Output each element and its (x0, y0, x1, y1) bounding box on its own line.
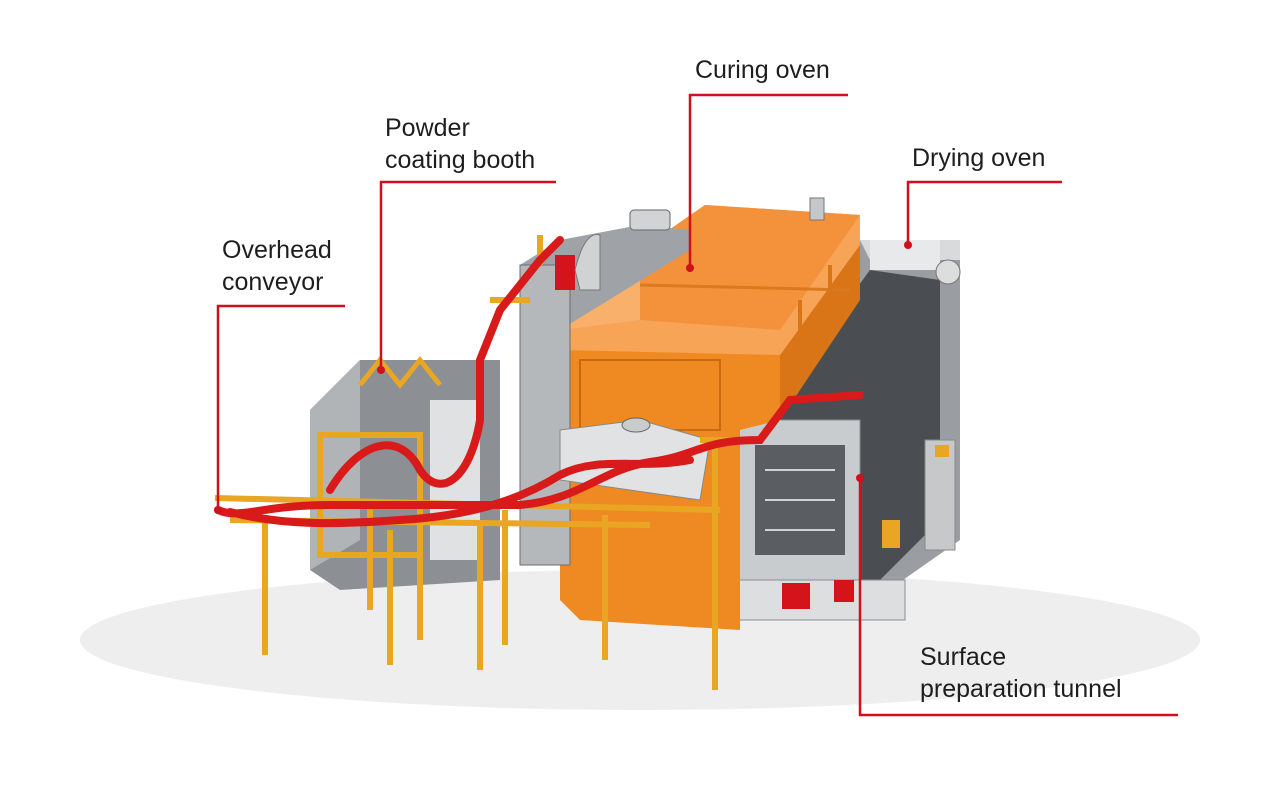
powder-coating-booth (310, 355, 500, 590)
leader-powder-booth (379, 180, 556, 370)
label-text: conveyor (222, 268, 324, 296)
label-text: Powder (385, 114, 470, 142)
leader-surface-tunnel (858, 478, 1178, 717)
ground-shadow (80, 570, 1200, 710)
leader-lines (216, 93, 1178, 717)
label-curing-oven: Curing oven (695, 54, 830, 86)
label-powder-coating-booth: Powder coating booth (385, 112, 535, 176)
label-overhead-conveyor: Overhead conveyor (222, 234, 332, 298)
booth-cabin (519, 209, 711, 566)
label-text: coating booth (385, 146, 536, 174)
leader-conveyor (216, 304, 345, 510)
leader-drying-oven (906, 180, 1062, 245)
overhead-conveyor-pipe (214, 236, 864, 528)
label-text: preparation tunnel (920, 675, 1122, 703)
surface-preparation-tunnel (729, 240, 961, 621)
label-text: Overhead (222, 236, 332, 264)
label-surface-preparation-tunnel: Surface preparation tunnel (920, 641, 1122, 705)
label-text: Curing oven (695, 56, 830, 84)
label-drying-oven: Drying oven (912, 142, 1045, 174)
leader-curing-oven (688, 93, 848, 268)
label-text: Drying oven (912, 144, 1046, 172)
label-text: Surface (920, 643, 1007, 671)
